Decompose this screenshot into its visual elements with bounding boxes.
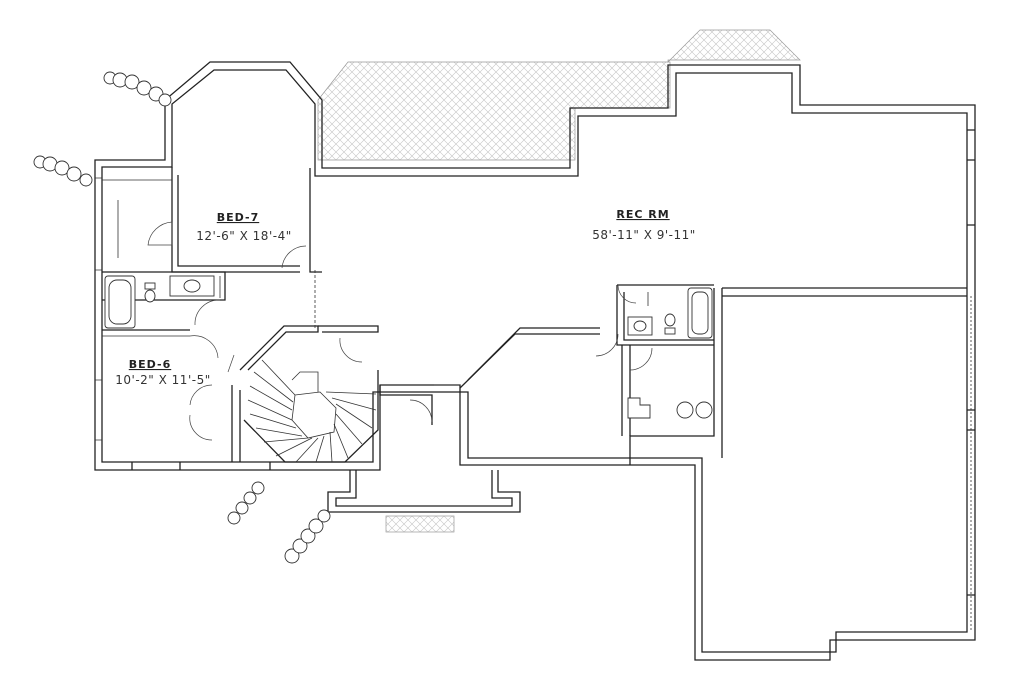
garage-walls	[629, 287, 967, 465]
bed7-dims: 12'-6" X 18'-4"	[196, 229, 291, 243]
window-markers	[95, 129, 975, 632]
rec-rm-dims: 58'-11" X 9'-11"	[592, 228, 696, 242]
bed7-name: BED-7	[217, 211, 259, 224]
exterior-walls	[94, 61, 976, 661]
rec-rm-name: REC RM	[616, 208, 669, 221]
bed6-name: BED-6	[129, 358, 171, 371]
entry-porch	[327, 384, 521, 513]
door-swings	[147, 221, 653, 441]
interior-walls	[102, 167, 714, 463]
patio-hatch-area	[317, 29, 801, 533]
landscape-shrubs	[33, 71, 331, 564]
room-labels: BED-7 12'-6" X 18'-4" BED-6 10'-2" X 11'…	[115, 208, 696, 387]
plumbing-fixtures	[104, 275, 713, 419]
bed6-dims: 10'-2" X 11'-5"	[115, 373, 210, 387]
